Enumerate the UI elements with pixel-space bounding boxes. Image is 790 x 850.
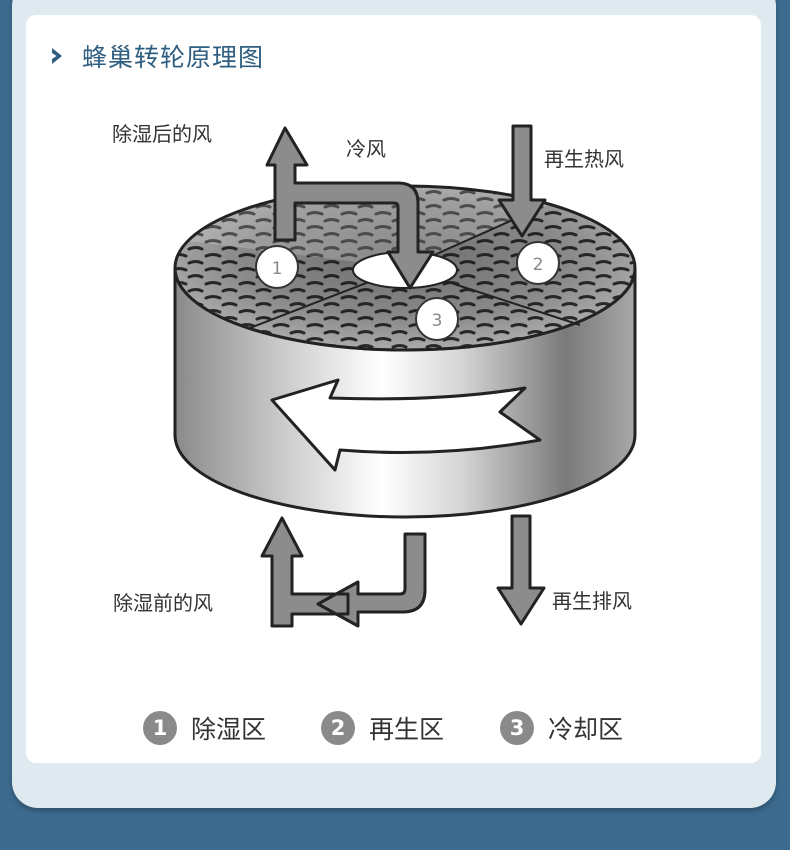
section-header: 蜂巢转轮原理图 xyxy=(48,38,264,74)
regen-hot-air-arrow xyxy=(497,124,547,238)
legend-badge: 2 xyxy=(321,711,355,745)
label-dehumidified-air: 除湿后的风 xyxy=(112,122,212,146)
legend-label: 除湿区 xyxy=(191,715,267,744)
legend-item-regen-zone: 2 再生区 xyxy=(321,710,444,746)
label-regen-hot-air: 再生热风 xyxy=(544,147,624,171)
label-regen-exhaust: 再生排风 xyxy=(552,589,632,613)
legend-item-dehumid-zone: 1 除湿区 xyxy=(143,710,266,746)
legend-badge: 3 xyxy=(500,711,534,745)
chevron-right-icon xyxy=(52,48,62,64)
svg-text:3: 3 xyxy=(432,311,443,331)
svg-text:1: 1 xyxy=(272,259,283,279)
label-pre-dehumid-air: 除湿前的风 xyxy=(113,591,213,615)
label-cool-air: 冷风 xyxy=(346,137,386,161)
svg-text:2: 2 xyxy=(533,255,544,275)
zone-marker-2: 2 xyxy=(516,241,560,285)
legend-label: 再生区 xyxy=(369,715,445,744)
page-title: 蜂巢转轮原理图 xyxy=(82,43,265,72)
legend-label: 冷却区 xyxy=(548,715,624,744)
regen-exhaust-arrow xyxy=(496,514,546,626)
pre-dehumid-air-arrow xyxy=(260,516,427,628)
rotation-arrow xyxy=(270,378,542,472)
zone-marker-1: 1 xyxy=(255,245,299,289)
zone-marker-3: 3 xyxy=(415,297,459,341)
cool-air-arrow xyxy=(265,126,435,290)
legend-badge: 1 xyxy=(143,711,177,745)
zone-legend: 1 除湿区 2 再生区 3 冷却区 xyxy=(0,710,790,750)
legend-item-cooling-zone: 3 冷却区 xyxy=(500,710,623,746)
